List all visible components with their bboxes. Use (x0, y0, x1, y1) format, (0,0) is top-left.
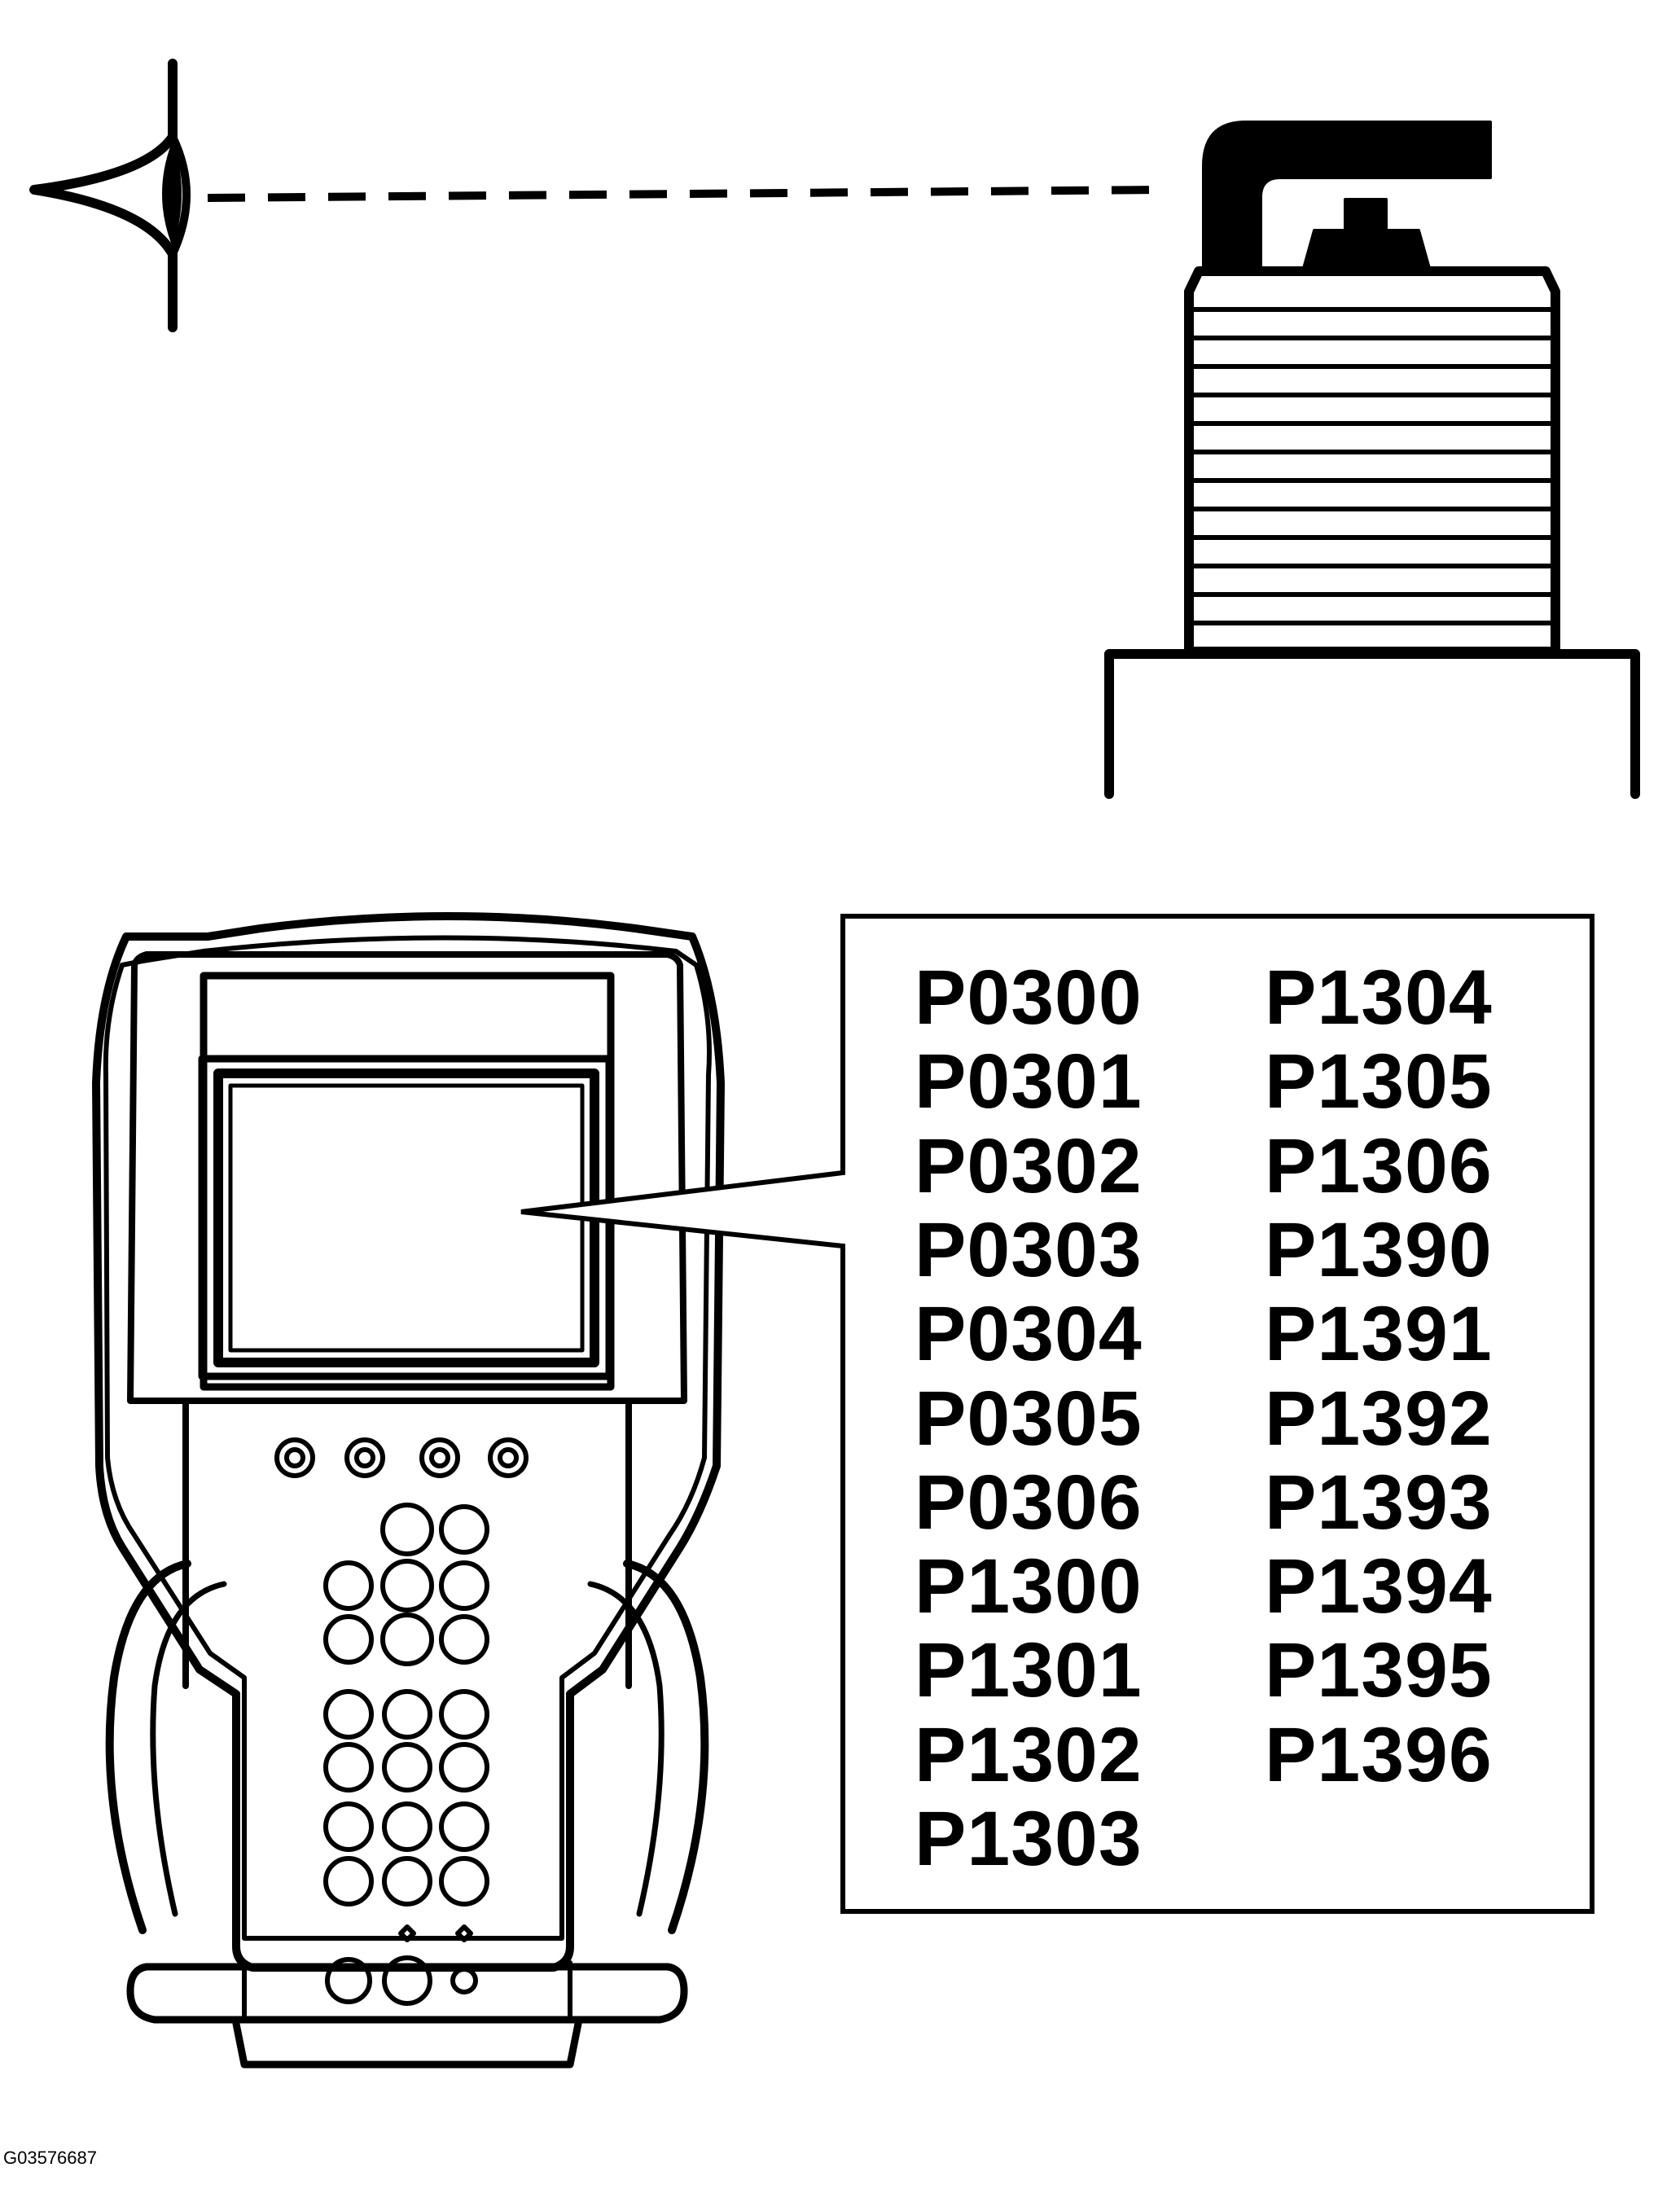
dtc-callout (520, 914, 1594, 1914)
dtc-code: P0304 (915, 1291, 1143, 1378)
dtc-code: P1306 (1265, 1122, 1493, 1209)
dtc-code: P1394 (1265, 1543, 1493, 1630)
dtc-code: P0302 (915, 1122, 1143, 1209)
dtc-code: P0300 (915, 954, 1143, 1041)
dtc-code: P1300 (915, 1543, 1143, 1630)
dtc-code: P1395 (1265, 1627, 1493, 1714)
dtc-code: P1303 (915, 1796, 1143, 1882)
dtc-code: P1305 (1265, 1038, 1493, 1126)
dtc-code: P1396 (1265, 1711, 1493, 1798)
dtc-code: P1304 (1265, 954, 1493, 1041)
dtc-code: P1390 (1265, 1206, 1493, 1293)
dtc-code: P1301 (915, 1627, 1143, 1714)
dtc-code: P0303 (915, 1206, 1143, 1293)
scan-tool-icon (92, 912, 725, 2069)
eye-icon (29, 59, 191, 332)
figure-id-label: G03576687 (3, 2148, 97, 2168)
sight-line (207, 186, 1165, 202)
dtc-code: P1391 (1265, 1291, 1493, 1378)
spark-plug-icon (1104, 121, 1640, 799)
dtc-code: P1392 (1265, 1375, 1493, 1462)
dtc-code: P0301 (915, 1038, 1143, 1126)
dtc-code: P1302 (915, 1711, 1143, 1798)
dtc-code: P0305 (915, 1375, 1143, 1462)
dtc-code: P0306 (915, 1459, 1143, 1546)
dtc-code: P1393 (1265, 1459, 1493, 1546)
